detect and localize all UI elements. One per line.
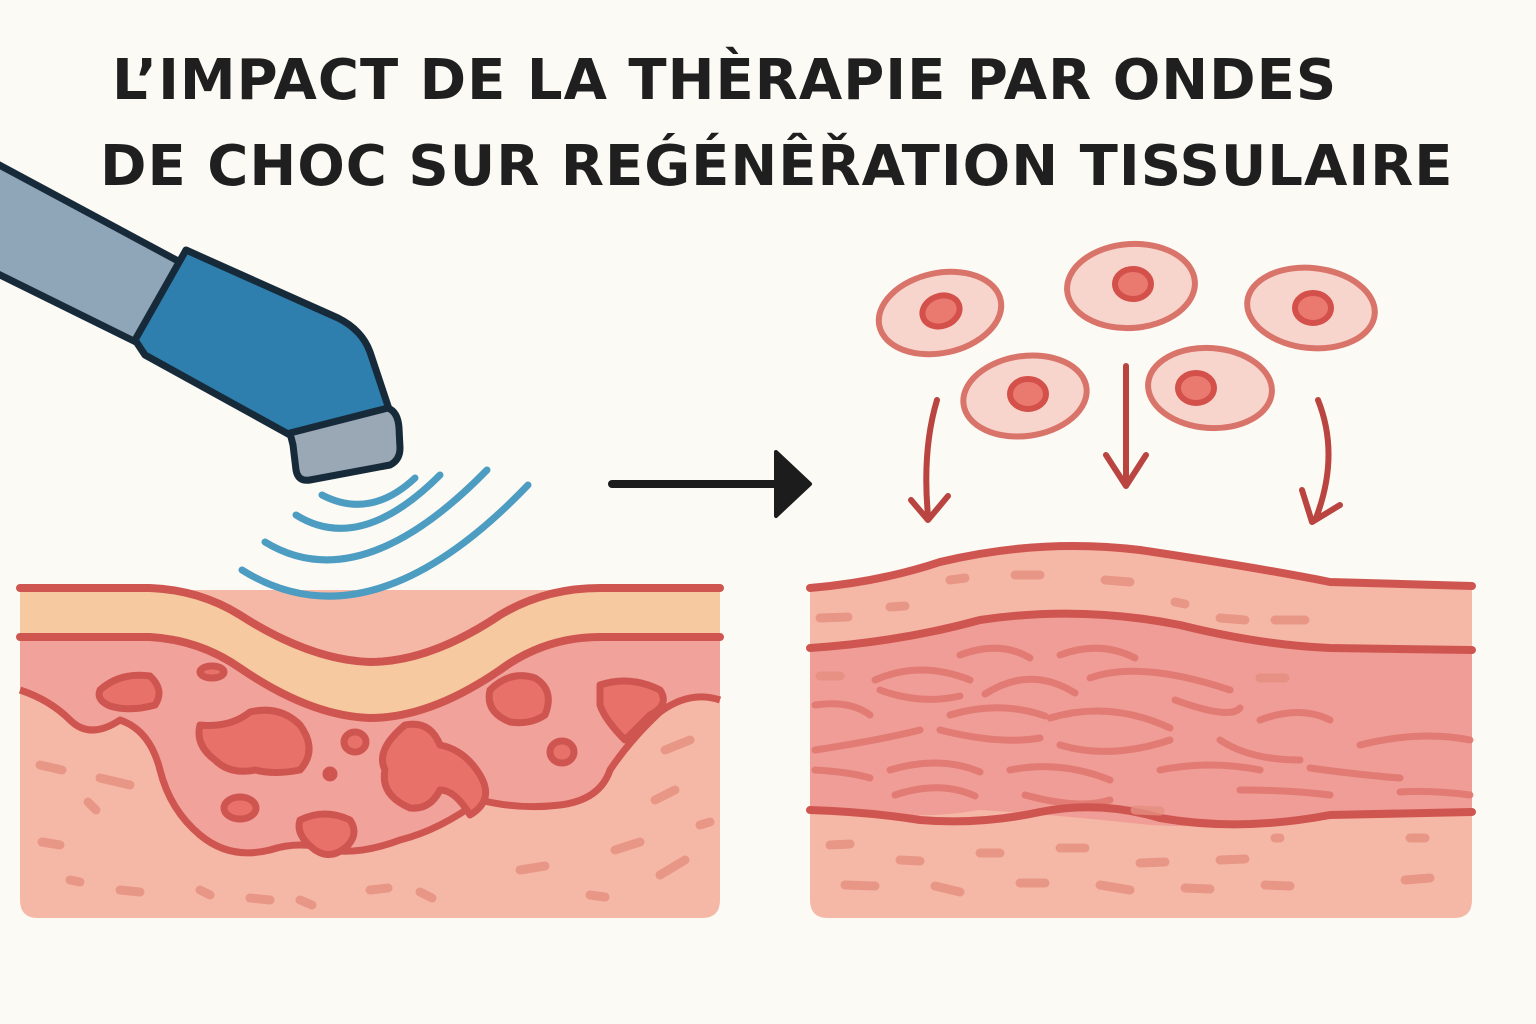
title-line-2: DE CHOC SUR REǴÉNÊŘATION TISSULAIRE (100, 134, 1454, 199)
migrating-cells (875, 240, 1378, 440)
cell-5 (1145, 344, 1275, 432)
damaged-skin-cross-section (16, 584, 724, 918)
tissue-dashes (815, 570, 1435, 897)
arrow-right (1299, 397, 1343, 525)
shockwave-applicator (0, 161, 404, 484)
skin-layer-lines (806, 542, 1476, 829)
lesion-spots (95, 662, 667, 858)
shockwave-waves (238, 466, 532, 600)
cell-1 (875, 268, 1005, 358)
arrow-center (1103, 363, 1149, 489)
title-line-1: L’IMPACT DE LA THÈRAPIE PAR ONDES (112, 48, 1338, 113)
cell-4 (960, 352, 1090, 440)
transition-arrow (608, 450, 812, 518)
applicator-tip (286, 404, 404, 484)
applicator-head (131, 246, 394, 439)
tissue-fibers (35, 735, 715, 910)
regenerated-skin-cross-section (806, 542, 1476, 918)
arrow-left (908, 397, 951, 523)
cell-migration-arrows (908, 363, 1343, 525)
cell-3 (1244, 264, 1378, 352)
cell-2 (1064, 240, 1198, 332)
